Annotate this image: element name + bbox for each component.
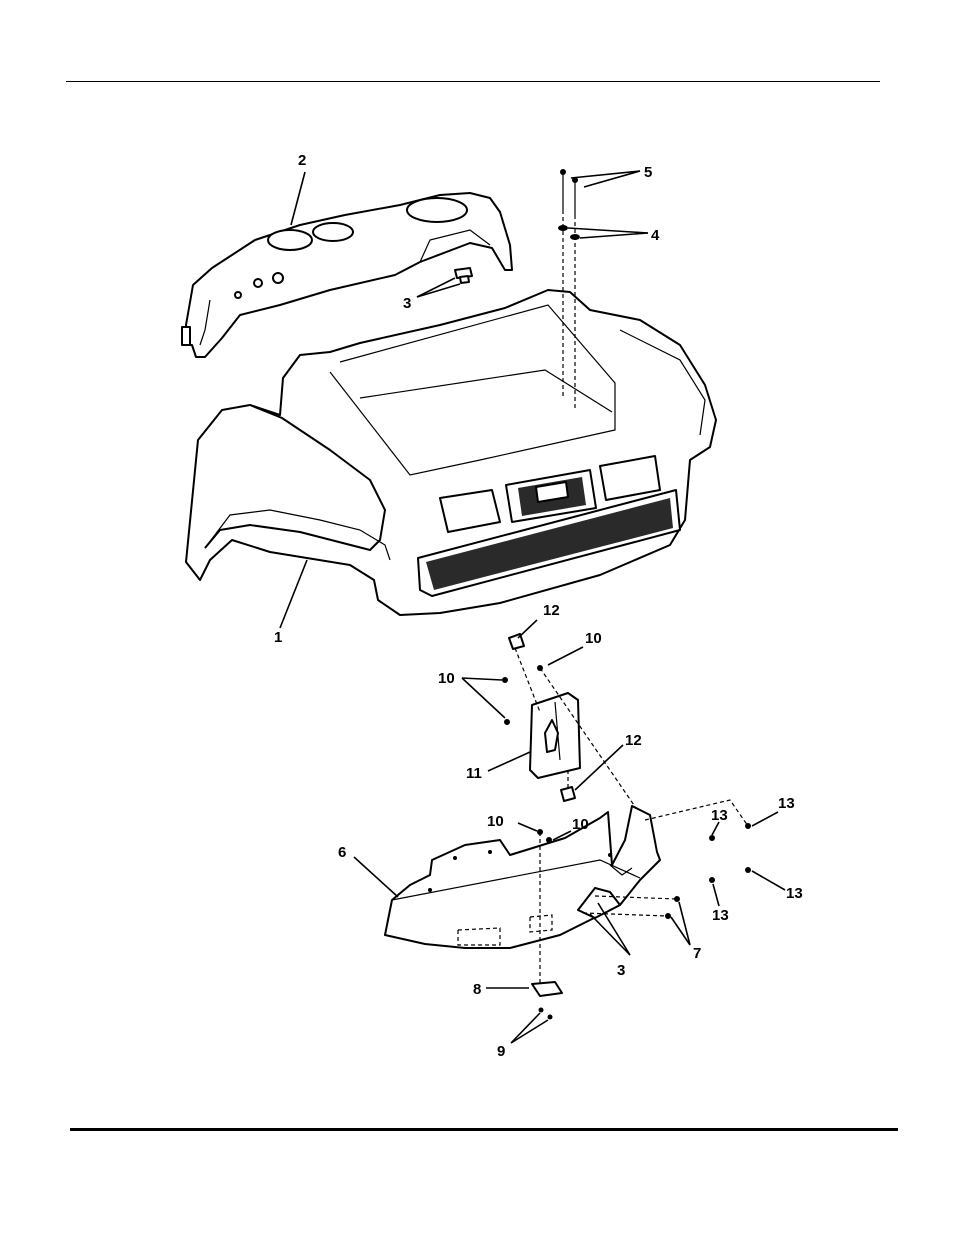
callout-13-a: 13 [711, 807, 728, 824]
callout-11: 11 [466, 765, 482, 782]
footer-rule [70, 1128, 898, 1131]
plate-part-8 [532, 982, 562, 996]
callout-4: 4 [651, 227, 660, 244]
callout-3-upper: 3 [403, 295, 411, 312]
callout-13-d: 13 [786, 885, 803, 902]
callout-10-lower-left: 10 [487, 813, 504, 830]
callout-12-upper: 12 [543, 602, 560, 619]
bracket-part-11 [530, 693, 580, 778]
callout-13-b: 13 [778, 795, 795, 812]
callout-5: 5 [644, 164, 652, 181]
callout-10-right: 10 [585, 630, 602, 647]
callout-2: 2 [298, 152, 306, 169]
floor-panel-part-6 [385, 806, 660, 948]
callout-12-lower: 12 [625, 732, 642, 749]
callout-10-lower-right: 10 [572, 816, 589, 833]
callout-9: 9 [497, 1043, 505, 1060]
clip-part-12-upper [509, 634, 524, 649]
clip-part-12-lower [561, 787, 575, 801]
callout-8: 8 [473, 981, 481, 998]
body-hood-part-1 [186, 290, 716, 615]
callout-3-lower: 3 [617, 962, 625, 979]
callout-13-c: 13 [712, 907, 729, 924]
callout-6: 6 [338, 844, 346, 861]
callout-7: 7 [693, 945, 701, 962]
callout-10-left: 10 [438, 670, 455, 687]
callout-1: 1 [274, 629, 282, 646]
